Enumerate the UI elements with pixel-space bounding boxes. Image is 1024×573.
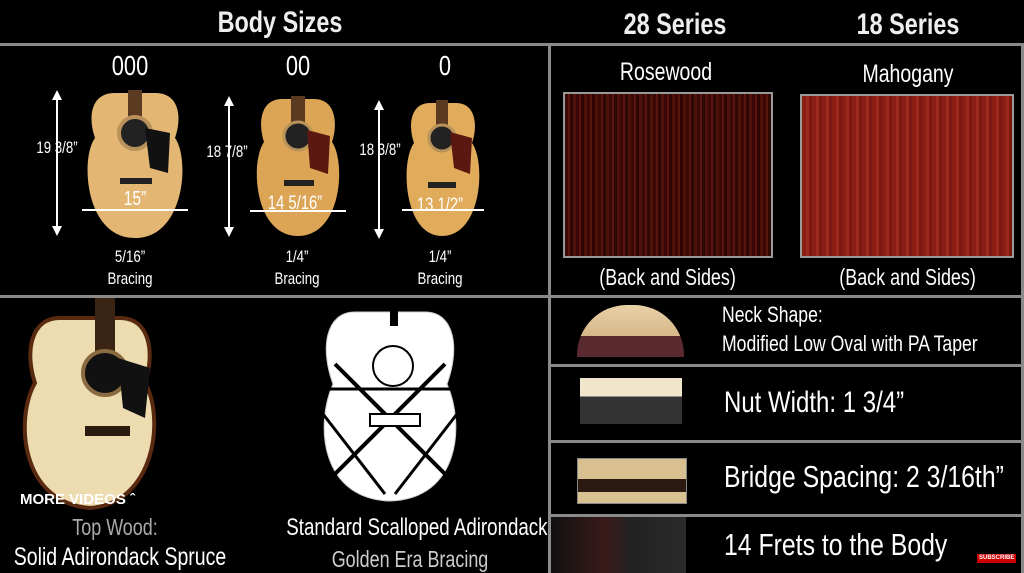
more-videos-button[interactable]: MORE VIDEOS ˆ (20, 491, 135, 508)
size-width: 13 1/2” (416, 195, 464, 216)
size-name: 00 (285, 50, 311, 81)
guitar-00-image (224, 96, 346, 237)
bracing-line1: Standard Scalloped Adirondack (286, 514, 548, 541)
size-name: 0 (438, 50, 452, 81)
wood-note: (Back and Sides) (599, 264, 736, 290)
bracing-label: Bracing (417, 269, 463, 288)
divider (548, 440, 1024, 443)
bracing-label: Bracing (274, 269, 320, 288)
nut-width-label: Nut Width: 1 3/4” (724, 386, 905, 419)
size-height: 18 7/8” (206, 142, 248, 161)
frets-label: 14 Frets to the Body (724, 527, 948, 562)
bracing-size: 5/16” (114, 247, 146, 266)
bracing-label: Bracing (107, 269, 153, 288)
size-width: 15” (123, 188, 147, 210)
subscribe-button[interactable]: SUBSCRIBE (977, 554, 1017, 563)
wood-note: (Back and Sides) (839, 264, 976, 290)
mahogany-swatch (800, 94, 1014, 258)
size-height: 19 3/8” (36, 138, 78, 157)
series-18-title: 18 Series (856, 8, 960, 41)
bridge-spacing-label: Bridge Spacing: 2 3/16th” (724, 459, 1004, 494)
wood-name: Mahogany (862, 60, 954, 88)
size-height: 18 3/8” (359, 140, 401, 159)
divider (0, 43, 1024, 46)
top-wood-value: Solid Adirondack Spruce (13, 543, 227, 571)
bracing-size: 1/4” (428, 247, 452, 266)
guitar-0-image (374, 100, 484, 239)
size-width: 14 5/16” (267, 193, 323, 214)
neck-shape-image (577, 305, 684, 357)
chevron-up-icon: ˆ (130, 491, 136, 508)
series-28-title: 28 Series (623, 8, 727, 41)
divider (548, 364, 1024, 367)
divider (548, 43, 551, 573)
nut-image (580, 378, 682, 424)
divider (1021, 43, 1024, 573)
guitar-top-image (22, 298, 157, 511)
divider (548, 514, 1024, 517)
bridge-image (577, 458, 687, 504)
divider (0, 295, 1024, 298)
rosewood-swatch (563, 92, 773, 258)
more-videos-label: MORE VIDEOS (20, 491, 126, 508)
top-wood-label: Top Wood: (72, 514, 158, 540)
wood-name: Rosewood (619, 58, 713, 86)
neck-shape-label: Neck Shape: (722, 302, 823, 327)
guitar-000-image (52, 90, 188, 238)
bracing-line2: Golden Era Bracing (331, 546, 489, 572)
bracing-size: 1/4” (285, 247, 309, 266)
frets-image (551, 517, 686, 573)
neck-shape-value: Modified Low Oval with PA Taper (722, 331, 978, 356)
body-sizes-title: Body Sizes (217, 6, 343, 39)
size-name: 000 (111, 50, 149, 81)
bracing-diagram (321, 306, 459, 502)
